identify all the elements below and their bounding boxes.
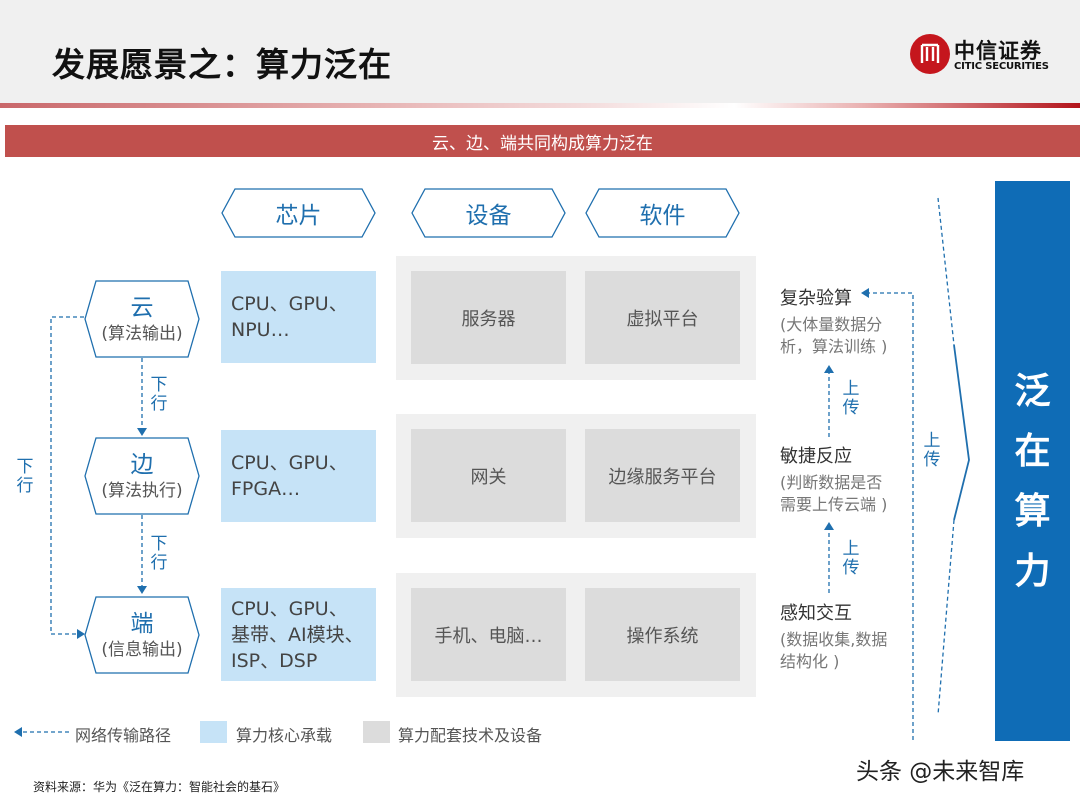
source-note: 资料来源：华为《泛在算力：智能社会的基石》 bbox=[33, 780, 286, 794]
header-bar bbox=[0, 0, 1080, 104]
column-label: 设备 bbox=[465, 203, 512, 229]
downlink-label-main: 下行 bbox=[16, 457, 34, 496]
tier-cloud: 云 (算法输出) bbox=[84, 280, 200, 358]
column-header-devices: 设备 bbox=[411, 188, 566, 238]
legend-swatch-core bbox=[200, 721, 227, 743]
tier-name: 端 bbox=[130, 611, 154, 637]
logo-en-text: CITIC SECURITIES bbox=[954, 61, 1049, 72]
legend-swatch-support bbox=[363, 721, 390, 743]
legend-network-path: 网络传输路径 bbox=[75, 726, 172, 745]
software-cell-edge: 边缘服务平台 bbox=[585, 429, 740, 522]
uplink-arrows bbox=[824, 197, 970, 740]
page-title: 发展愿景之：算力泛在 bbox=[52, 45, 392, 84]
tier-name: 边 bbox=[130, 452, 154, 478]
tier-edge: 边 (算法执行) bbox=[84, 437, 200, 515]
tier-name: 云 bbox=[130, 295, 154, 321]
citic-logo-icon bbox=[910, 34, 950, 74]
uplink-label-edge-cloud: 上传 bbox=[842, 379, 860, 418]
downlink-arrows bbox=[50, 316, 147, 639]
tier-role: (算法执行) bbox=[101, 481, 183, 501]
company-logo: 中信证券 CITIC SECURITIES bbox=[910, 34, 1060, 78]
column-header-software: 软件 bbox=[585, 188, 740, 238]
column-label: 软件 bbox=[639, 203, 686, 229]
column-label: 芯片 bbox=[275, 203, 322, 229]
software-cell-device: 操作系统 bbox=[585, 588, 740, 681]
legend-support-tech: 算力配套技术及设备 bbox=[398, 726, 543, 745]
column-header-chips: 芯片 bbox=[221, 188, 376, 238]
stage-perception: 感知交互 (数据收集,数据结构化 ) bbox=[780, 603, 888, 671]
header-divider bbox=[0, 103, 1080, 108]
stage-agile-response: 敏捷反应 (判断数据是否需要上传云端 ) bbox=[780, 446, 888, 514]
tier-role: (算法输出) bbox=[101, 324, 183, 344]
tier-device: 端 (信息输出) bbox=[84, 596, 200, 674]
tier-role: (信息输出) bbox=[101, 640, 183, 660]
uplink-label-device-edge: 上传 bbox=[842, 539, 860, 578]
device-cell-cloud: 服务器 bbox=[411, 271, 566, 364]
chip-box-edge: CPU、GPU、FPGA… bbox=[221, 430, 376, 522]
legend-core-compute: 算力核心承载 bbox=[236, 726, 333, 745]
chip-box-device: CPU、GPU、基带、AI模块、ISP、DSP bbox=[221, 588, 376, 681]
summary-bar bbox=[995, 181, 1070, 741]
chip-box-cloud: CPU、GPU、NPU… bbox=[221, 271, 376, 363]
device-cell-device: 手机、电脑… bbox=[411, 588, 566, 681]
dashed-arrow-icon bbox=[14, 727, 70, 737]
stage-complex-compute: 复杂验算 (大体量数据分析，算法训练 ) bbox=[780, 288, 888, 356]
software-cell-cloud: 虚拟平台 bbox=[585, 271, 740, 364]
downlink-label-edge-device: 下行 bbox=[150, 534, 168, 573]
section-banner: 云、边、端共同构成算力泛在 bbox=[5, 125, 1080, 157]
summary-text: 泛在算力 bbox=[1014, 371, 1051, 592]
watermark: 头条 @未来智库 bbox=[856, 759, 1025, 785]
logo-cn-text: 中信证券 bbox=[954, 38, 1042, 63]
uplink-label-main: 上传 bbox=[923, 431, 941, 470]
device-cell-edge: 网关 bbox=[411, 429, 566, 522]
downlink-label-cloud-edge: 下行 bbox=[150, 375, 168, 414]
